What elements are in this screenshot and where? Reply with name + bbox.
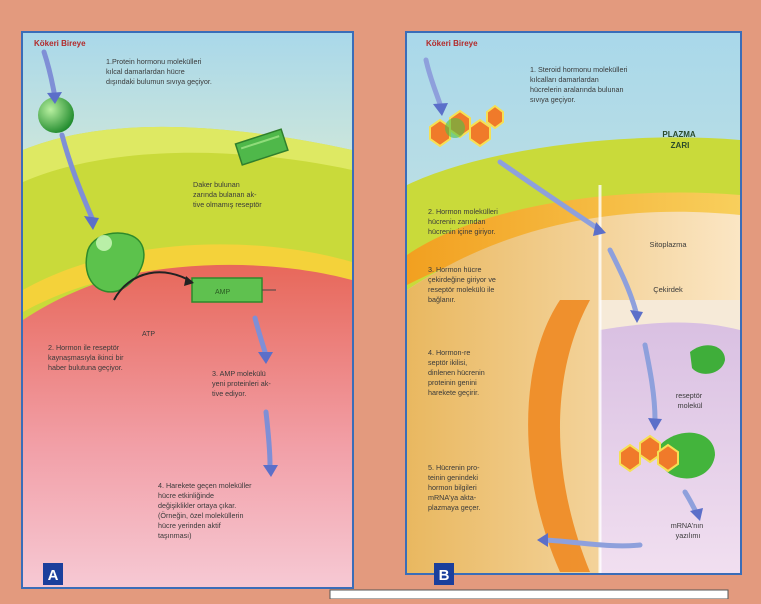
nucleus-label: Çekirdek [653, 285, 683, 294]
receptor-molecule-label: reseptör molekül [676, 391, 704, 410]
panel-a-badge-label: A [48, 567, 59, 584]
atp-label: ATP [142, 331, 155, 338]
panel-a: A Kökeri Bireye 1.Protein hormonu molekü… [22, 32, 353, 588]
panel-a-source-label: Kökeri Bireye [34, 39, 86, 48]
amp-label: AMP [215, 289, 231, 296]
protein-hormone-molecule [38, 97, 74, 133]
bottom-caption-strip [330, 590, 728, 599]
cytoplasm-label: Sitoplazma [649, 240, 687, 249]
panel-a-step2: 2. Hormon ile reseptör kaynaşmasıyla iki… [48, 343, 126, 372]
panel-b-step5: 5. Hücrenin pro- teinin genindeki hormon… [428, 463, 482, 512]
panel-b-source-label: Kökeri Bireye [426, 39, 478, 48]
panel-b-badge-label: B [439, 567, 450, 584]
mrna-label: mRNA'nın yazılımı [671, 521, 706, 540]
panel-b: B Kökeri Bireye 1. Steroid hormonu molek… [406, 32, 741, 585]
